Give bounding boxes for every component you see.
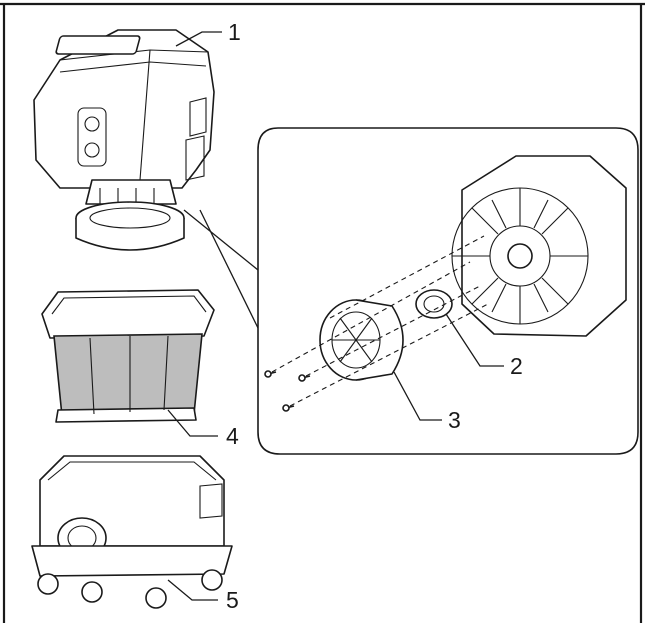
screw: [298, 374, 311, 382]
motor-head-part: [33, 29, 215, 251]
fan-housing-part: [451, 155, 627, 337]
callout-number-5: 5: [226, 587, 239, 613]
tank-part: [31, 455, 233, 609]
callout-number-3: 3: [448, 407, 461, 433]
callout-number-4: 4: [226, 423, 239, 449]
filter-bag-part: [41, 289, 215, 423]
assembly-dashed-lines: [271, 235, 489, 407]
screws-group: [264, 370, 311, 412]
callout-leaders: [167, 31, 504, 601]
screw: [282, 404, 295, 412]
screw: [264, 370, 277, 378]
callout-number-2: 2: [510, 353, 523, 379]
zoom-leader-lines: [183, 209, 259, 329]
fan-cover-part: [319, 299, 404, 381]
ring-clip-part: [415, 289, 453, 319]
callout-number-1: 1: [228, 19, 241, 45]
